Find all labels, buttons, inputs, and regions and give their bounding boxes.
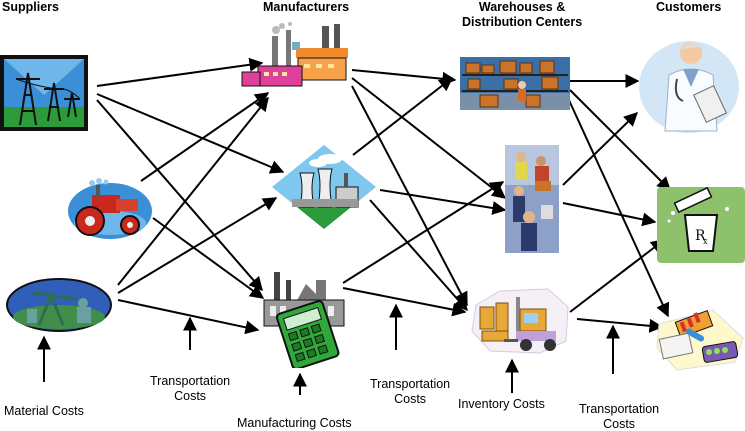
- arrow: [117, 197, 278, 294]
- arrow: [96, 93, 285, 174]
- header-manufacturers: Manufacturers: [263, 0, 350, 14]
- oil-pump-icon: [5, 277, 113, 333]
- arrow: [379, 189, 507, 215]
- arrow: [342, 287, 467, 317]
- warehouse-shelves-icon: [460, 57, 570, 110]
- transportation-costs-3-line1: Transportation: [579, 402, 660, 416]
- forklift-icon: [470, 287, 570, 357]
- header-customers: Customers: [656, 0, 722, 14]
- transportation-costs-1-line2: Costs: [174, 389, 207, 403]
- transportation-costs-label-3: Transportation Costs: [579, 402, 659, 431]
- arrow: [342, 181, 505, 284]
- arrow: [96, 57, 264, 87]
- factory-icon: [240, 22, 350, 90]
- header-warehouses-line1: Warehouses &: [478, 0, 566, 14]
- svg-text:x: x: [703, 237, 708, 246]
- arrow: [562, 202, 657, 227]
- arrow: [352, 77, 454, 156]
- transportation-costs-label-1: Transportation Costs: [150, 374, 230, 404]
- header-warehouses-line2: Distribution Centers: [462, 15, 583, 29]
- inventory-costs-label: Inventory Costs: [458, 397, 545, 411]
- transportation-costs-2-line1: Transportation: [370, 377, 451, 391]
- arrow: [369, 199, 468, 312]
- medicine-icon: [655, 308, 745, 372]
- arrow: [567, 97, 670, 318]
- arrow: [351, 69, 457, 86]
- header-suppliers: Suppliers: [2, 0, 59, 14]
- transportation-costs-3-line2: Costs: [603, 417, 636, 431]
- arrow: [562, 112, 639, 186]
- transportation-costs-label-2: Transportation Costs: [370, 377, 450, 407]
- pharmacy-icon: R x: [657, 186, 745, 263]
- transportation-costs-2-line2: Costs: [394, 392, 427, 406]
- arrow: [140, 92, 270, 182]
- arrow: [569, 89, 671, 191]
- svg-text:R: R: [695, 228, 706, 244]
- power-lines-icon: [0, 55, 88, 131]
- workers-icon: [505, 145, 559, 253]
- transportation-costs-1-line1: Transportation: [150, 374, 231, 388]
- header-warehouses: Warehouses & Distribution Centers: [462, 0, 582, 30]
- factory-calculator-icon: [262, 270, 348, 371]
- arrow: [569, 239, 666, 313]
- arrow: [351, 77, 507, 199]
- arrow: [117, 299, 260, 335]
- doctor-icon: [637, 35, 741, 135]
- arrow: [117, 96, 269, 286]
- manufacturing-costs-label: Manufacturing Costs: [237, 416, 352, 430]
- power-plant-icon: [270, 143, 378, 231]
- arrow: [152, 217, 265, 299]
- tractor-icon: [66, 173, 154, 241]
- arrow: [96, 99, 263, 292]
- material-costs-label: Material Costs: [4, 404, 84, 418]
- arrow: [576, 318, 664, 333]
